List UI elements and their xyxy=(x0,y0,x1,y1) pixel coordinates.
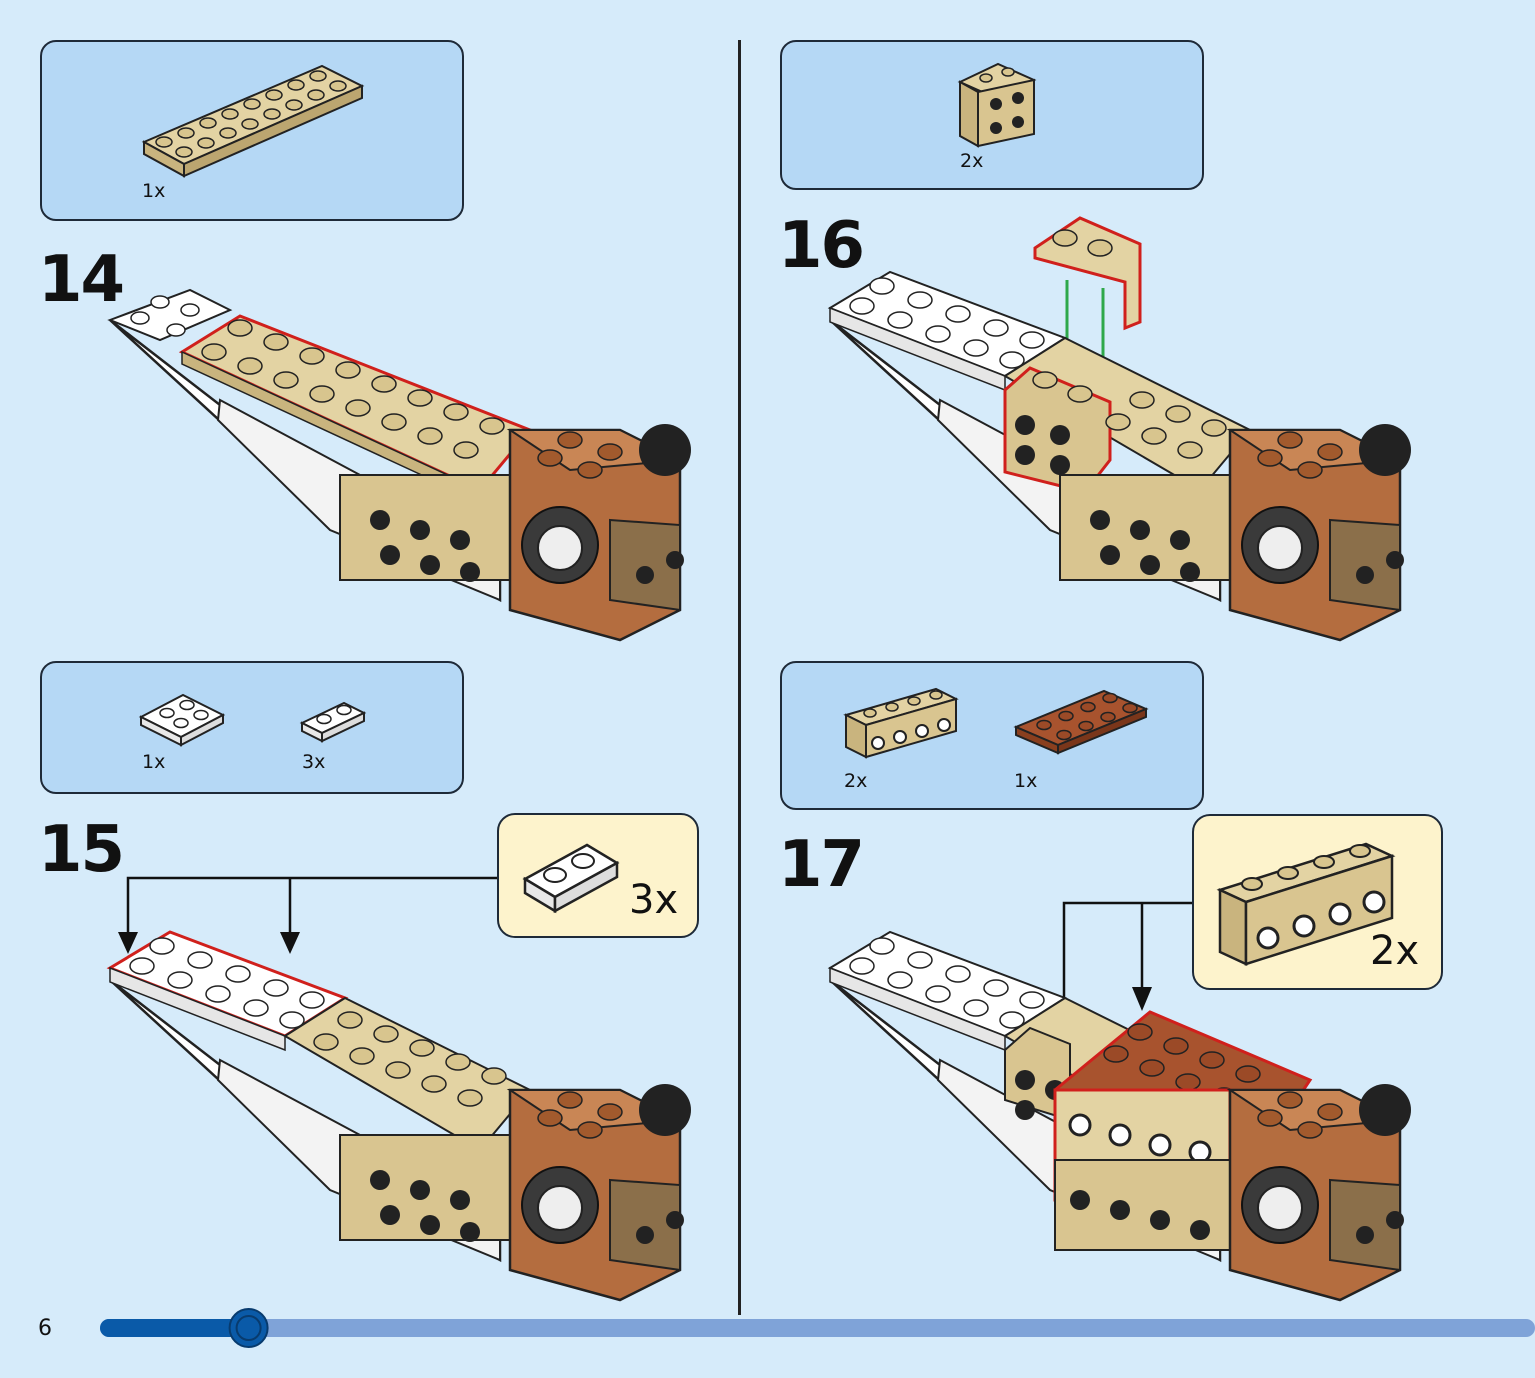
part-qty: 1x xyxy=(142,180,166,202)
white-2x2-plate-icon xyxy=(138,693,226,747)
step-number: 14 xyxy=(38,243,125,317)
tan-1x4-brick-icon xyxy=(1216,842,1396,966)
tan-bracket-icon xyxy=(957,62,1037,148)
part-qty: 3x xyxy=(302,751,326,773)
model-step-15 xyxy=(106,930,691,1302)
page-number: 6 xyxy=(38,1316,52,1341)
parts-box-step-15: 1x 3x xyxy=(40,661,464,794)
part-qty: 1x xyxy=(1014,770,1038,792)
step-number: 16 xyxy=(778,209,865,283)
model-step-16 xyxy=(827,216,1411,642)
model-step-17 xyxy=(827,930,1411,1302)
model-step-14 xyxy=(107,288,691,642)
part-qty: 1x xyxy=(142,751,166,773)
parts-box-step-14: 1x xyxy=(40,40,464,221)
white-1x2-plate-icon xyxy=(522,843,620,914)
parts-box-step-16: 2x xyxy=(780,40,1204,190)
tan-1x4-brick-icon xyxy=(843,687,959,759)
part-qty: 2x xyxy=(960,150,984,172)
reddish-brown-2x4-plate-icon xyxy=(1013,689,1149,755)
callout-qty: 3x xyxy=(629,877,679,923)
progress-knob xyxy=(228,1308,269,1348)
step-number: 17 xyxy=(778,828,865,902)
step-number: 15 xyxy=(38,813,125,887)
callout-qty: 2x xyxy=(1370,928,1420,974)
callout-arrows-step-15 xyxy=(118,876,497,954)
parts-box-step-17: 2x 1x xyxy=(780,661,1204,810)
tan-2x8-plate-icon xyxy=(141,64,365,178)
callout-step-15: 3x xyxy=(497,813,699,938)
callout-step-17: 2x xyxy=(1192,814,1443,990)
part-qty: 2x xyxy=(844,770,868,792)
column-divider xyxy=(738,40,741,1315)
progress-track xyxy=(100,1319,1535,1337)
progress-bar xyxy=(100,1308,1535,1348)
progress-fill xyxy=(100,1319,245,1337)
white-1x2-plate-icon xyxy=(299,701,367,743)
progress-knob-inner xyxy=(235,1315,262,1341)
